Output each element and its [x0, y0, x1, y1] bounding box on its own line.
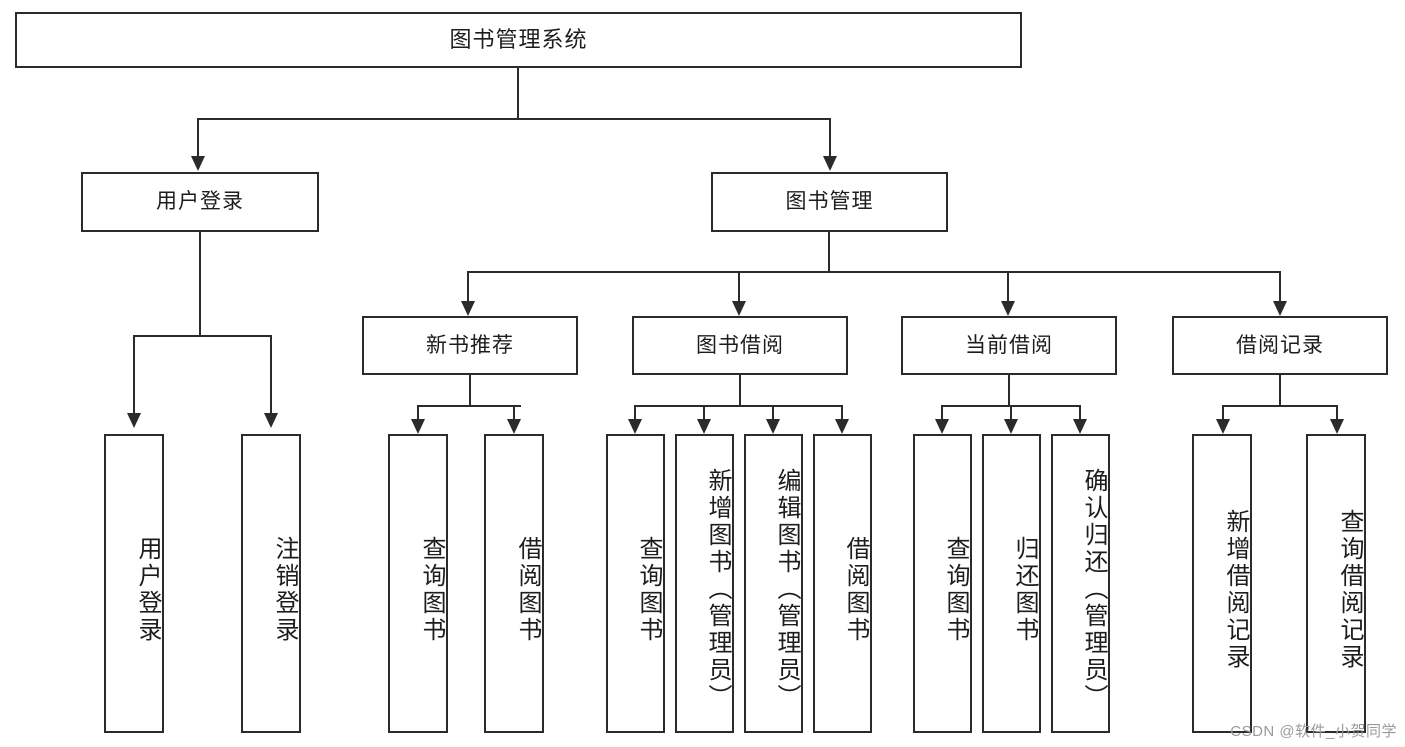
arrow-login-to-leaf1	[127, 413, 141, 428]
node-leaf-query-book-3[interactable]: 查询图书	[913, 434, 972, 733]
node-root-label: 图书管理系统	[449, 26, 588, 52]
edge-records-bus	[1222, 405, 1338, 408]
arrow-borrow-to-leaf4	[835, 419, 849, 434]
node-login[interactable]: 用户登录	[81, 172, 319, 232]
node-leaf-logout-label: 注销登录	[271, 535, 298, 644]
edge-records-trunk	[1279, 375, 1282, 405]
edge-borrow-to-leaf1	[634, 405, 637, 421]
arrow-current-to-leaf1	[935, 419, 949, 434]
edge-borrow-to-leaf4	[841, 405, 844, 421]
node-leaf-query-book-3-label: 查询图书	[942, 535, 969, 644]
edge-login-to-leaf1	[133, 335, 136, 415]
edge-bookmgmt-to-current	[1007, 271, 1010, 303]
arrow-login-to-leaf2	[264, 413, 278, 428]
watermark-text: CSDN @软件_小贺同学	[1230, 723, 1397, 740]
node-leaf-borrow-book-2[interactable]: 借阅图书	[813, 434, 872, 733]
arrow-bookmgmt-to-borrow	[732, 301, 746, 316]
node-leaf-user-login-label: 用户登录	[134, 535, 161, 644]
node-newbook[interactable]: 新书推荐	[362, 316, 578, 375]
edge-borrow-trunk	[739, 375, 742, 405]
arrow-current-to-leaf2	[1004, 419, 1018, 434]
edge-bookmgmt-to-records	[1279, 271, 1282, 303]
node-leaf-borrow-book-1[interactable]: 借阅图书	[484, 434, 544, 733]
edge-login-trunk	[199, 232, 202, 335]
edge-bookmgmt-to-newbook	[467, 271, 470, 303]
edge-bookmgmt-bus	[467, 271, 1281, 274]
node-bookmgmt-label: 图书管理	[785, 190, 874, 214]
edge-current-to-leaf1	[941, 405, 944, 421]
edge-current-trunk	[1008, 375, 1011, 405]
edge-root-trunk	[517, 68, 520, 118]
node-leaf-return-book-label: 归还图书	[1011, 535, 1038, 644]
arrow-borrow-to-leaf2	[697, 419, 711, 434]
node-leaf-query-book-2-label: 查询图书	[635, 535, 662, 644]
node-newbook-label: 新书推荐	[426, 333, 514, 357]
edge-newbook-to-leaf2	[513, 405, 516, 421]
node-borrow[interactable]: 图书借阅	[632, 316, 848, 375]
arrow-records-to-leaf2	[1330, 419, 1344, 434]
node-bookmgmt[interactable]: 图书管理	[711, 172, 948, 232]
node-leaf-query-record[interactable]: 查询借阅记录	[1306, 434, 1366, 733]
edge-current-to-leaf2	[1010, 405, 1013, 421]
arrow-root-to-login	[191, 156, 205, 171]
arrow-bookmgmt-to-newbook	[461, 301, 475, 316]
edge-bookmgmt-to-borrow	[738, 271, 741, 303]
arrow-newbook-to-leaf1	[411, 419, 425, 434]
node-leaf-return-book[interactable]: 归还图书	[982, 434, 1041, 733]
node-leaf-add-book-label: 新增图书（管理员）	[704, 468, 731, 711]
node-leaf-logout[interactable]: 注销登录	[241, 434, 301, 733]
node-leaf-add-book[interactable]: 新增图书（管理员）	[675, 434, 734, 733]
edge-borrow-bus	[634, 405, 843, 408]
node-leaf-query-book-1[interactable]: 查询图书	[388, 434, 448, 733]
node-leaf-edit-book-label: 编辑图书（管理员）	[773, 468, 800, 711]
node-leaf-confirm-return-label: 确认归还（管理员）	[1080, 468, 1107, 711]
arrow-newbook-to-leaf2	[507, 419, 521, 434]
arrow-current-to-leaf3	[1073, 419, 1087, 434]
node-leaf-confirm-return[interactable]: 确认归还（管理员）	[1051, 434, 1110, 733]
node-leaf-borrow-book-2-label: 借阅图书	[842, 535, 869, 644]
node-records-label: 借阅记录	[1236, 333, 1324, 357]
edge-records-to-leaf1	[1222, 405, 1225, 421]
node-leaf-query-record-label: 查询借阅记录	[1336, 508, 1363, 671]
node-login-label: 用户登录	[156, 190, 244, 214]
edge-records-to-leaf2	[1336, 405, 1339, 421]
arrow-bookmgmt-to-records	[1273, 301, 1287, 316]
edge-current-to-leaf3	[1079, 405, 1082, 421]
node-current[interactable]: 当前借阅	[901, 316, 1117, 375]
node-leaf-user-login[interactable]: 用户登录	[104, 434, 164, 733]
edge-newbook-bus	[417, 405, 521, 408]
arrow-borrow-to-leaf1	[628, 419, 642, 434]
edge-bookmgmt-trunk	[828, 232, 831, 271]
edge-newbook-to-leaf1	[417, 405, 420, 421]
node-current-label: 当前借阅	[965, 333, 1053, 357]
edge-login-bus	[133, 335, 271, 338]
node-leaf-add-record-label: 新增借阅记录	[1222, 508, 1249, 671]
node-leaf-edit-book[interactable]: 编辑图书（管理员）	[744, 434, 803, 733]
edge-borrow-to-leaf2	[703, 405, 706, 421]
arrow-root-to-bookmgmt	[823, 156, 837, 171]
edge-root-to-login	[197, 118, 200, 158]
node-leaf-query-book-2[interactable]: 查询图书	[606, 434, 665, 733]
arrow-borrow-to-leaf3	[766, 419, 780, 434]
node-leaf-query-book-1-label: 查询图书	[418, 535, 445, 644]
arrow-records-to-leaf1	[1216, 419, 1230, 434]
node-records[interactable]: 借阅记录	[1172, 316, 1388, 375]
edge-root-to-bookmgmt	[829, 118, 832, 158]
edge-borrow-to-leaf3	[772, 405, 775, 421]
edge-login-to-leaf2	[270, 335, 273, 415]
node-leaf-add-record[interactable]: 新增借阅记录	[1192, 434, 1252, 733]
node-leaf-borrow-book-1-label: 借阅图书	[514, 535, 541, 644]
node-borrow-label: 图书借阅	[696, 333, 784, 357]
arrow-bookmgmt-to-current	[1001, 301, 1015, 316]
edge-root-bus	[197, 118, 831, 121]
node-root[interactable]: 图书管理系统	[15, 12, 1022, 68]
edge-newbook-trunk	[469, 375, 472, 405]
